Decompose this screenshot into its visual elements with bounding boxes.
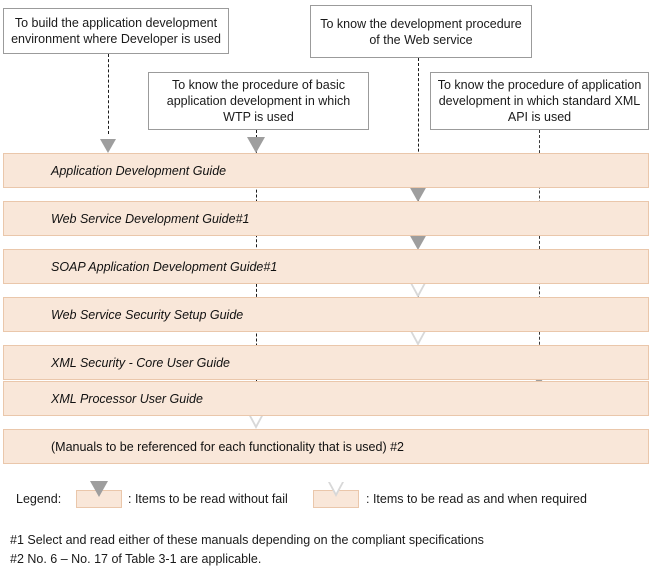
arrow-web-service-to-web-service-development-guide xyxy=(409,186,427,202)
question-box-web-service-text: To know the development procedure of the… xyxy=(320,16,522,48)
manual-bar-label: XML Processor User Guide xyxy=(51,391,203,406)
manual-bar-label: Application Development Guide xyxy=(51,163,227,178)
question-box-wtp-line-1: To know the procedure of basic xyxy=(171,78,345,92)
question-box-dev-env-line-1: To build the application development xyxy=(14,16,218,30)
connector-line-dev-env xyxy=(108,54,109,134)
manual-bar-xml-security-core-user-guide[interactable]: XML Security - Core User Guide xyxy=(3,345,649,380)
question-box-wtp[interactable]: To know the procedure of basic applicati… xyxy=(148,72,369,130)
arrow-web-service-to-web-service-security-setup-guide xyxy=(410,283,426,298)
footnote-2: #2 No. 6 – No. 17 of Table 3-1 are appli… xyxy=(10,552,262,566)
question-box-dev-env-line-2: environment where Developer is used xyxy=(11,32,221,46)
arrow-web-service-to-xml-security-core-user-guide xyxy=(410,331,426,346)
question-box-dev-env-text: To build the application development env… xyxy=(11,15,221,47)
question-box-xml-api[interactable]: To know the procedure of application dev… xyxy=(430,72,649,130)
question-box-wtp-text: To know the procedure of basic applicati… xyxy=(167,77,350,125)
manual-bar-label: Web Service Security Setup Guide xyxy=(51,307,244,322)
question-box-wtp-line-2: application development in which xyxy=(166,94,351,108)
question-box-web-service-line-2: of the Web service xyxy=(369,32,473,47)
arrow-web-service-to-soap-application-development-guide xyxy=(409,234,427,250)
footnote-1: #1 Select and read either of these manua… xyxy=(10,533,484,547)
manual-bar-web-service-development-guide[interactable]: Web Service Development Guide#1 xyxy=(3,201,649,236)
manual-bar-application-development-guide[interactable]: Application Development Guide xyxy=(3,153,649,188)
arrow-wtp-to-application-development-guide xyxy=(247,137,265,153)
question-box-web-service-line-1: To know the development procedure xyxy=(320,16,522,31)
arrow-dev-env-to-application-development-guide xyxy=(100,139,116,153)
legend-solid-arrow-icon xyxy=(90,481,108,497)
manual-bar-xml-processor-user-guide[interactable]: XML Processor User Guide xyxy=(3,381,649,416)
arrow-wtp-to-manuals-per-functionality xyxy=(248,414,264,429)
manual-bar-soap-application-development-guide[interactable]: SOAP Application Development Guide#1 xyxy=(3,249,649,284)
question-box-wtp-line-3: WTP is used xyxy=(223,110,294,124)
legend-hollow-arrow-icon xyxy=(328,482,344,497)
manual-bar-label: XML Security - Core User Guide xyxy=(51,355,230,370)
legend-label-read-as-required: : Items to be read as and when required xyxy=(366,492,587,506)
question-box-xml-api-line-3: API is used xyxy=(507,110,572,124)
question-box-xml-api-line-1: To know the procedure of application xyxy=(437,78,642,92)
manual-bar-web-service-security-setup-guide[interactable]: Web Service Security Setup Guide xyxy=(3,297,649,332)
legend: Legend: : Items to be read without fail … xyxy=(0,481,652,516)
manual-bar-label: Web Service Development Guide#1 xyxy=(51,211,250,226)
question-box-dev-env[interactable]: To build the application development env… xyxy=(3,8,229,54)
legend-label-read-without-fail: : Items to be read without fail xyxy=(128,492,288,506)
question-box-xml-api-text: To know the procedure of application dev… xyxy=(438,77,642,125)
manual-bar-label: SOAP Application Development Guide#1 xyxy=(51,259,278,274)
legend-title: Legend: xyxy=(16,492,62,506)
manual-bar-manuals-per-functionality[interactable]: (Manuals to be referenced for each funct… xyxy=(3,429,649,464)
question-box-web-service[interactable]: To know the development procedure of the… xyxy=(310,5,532,58)
manual-bar-label: (Manuals to be referenced for each funct… xyxy=(51,439,404,454)
question-box-xml-api-line-2: development in which standard XML xyxy=(438,94,641,108)
